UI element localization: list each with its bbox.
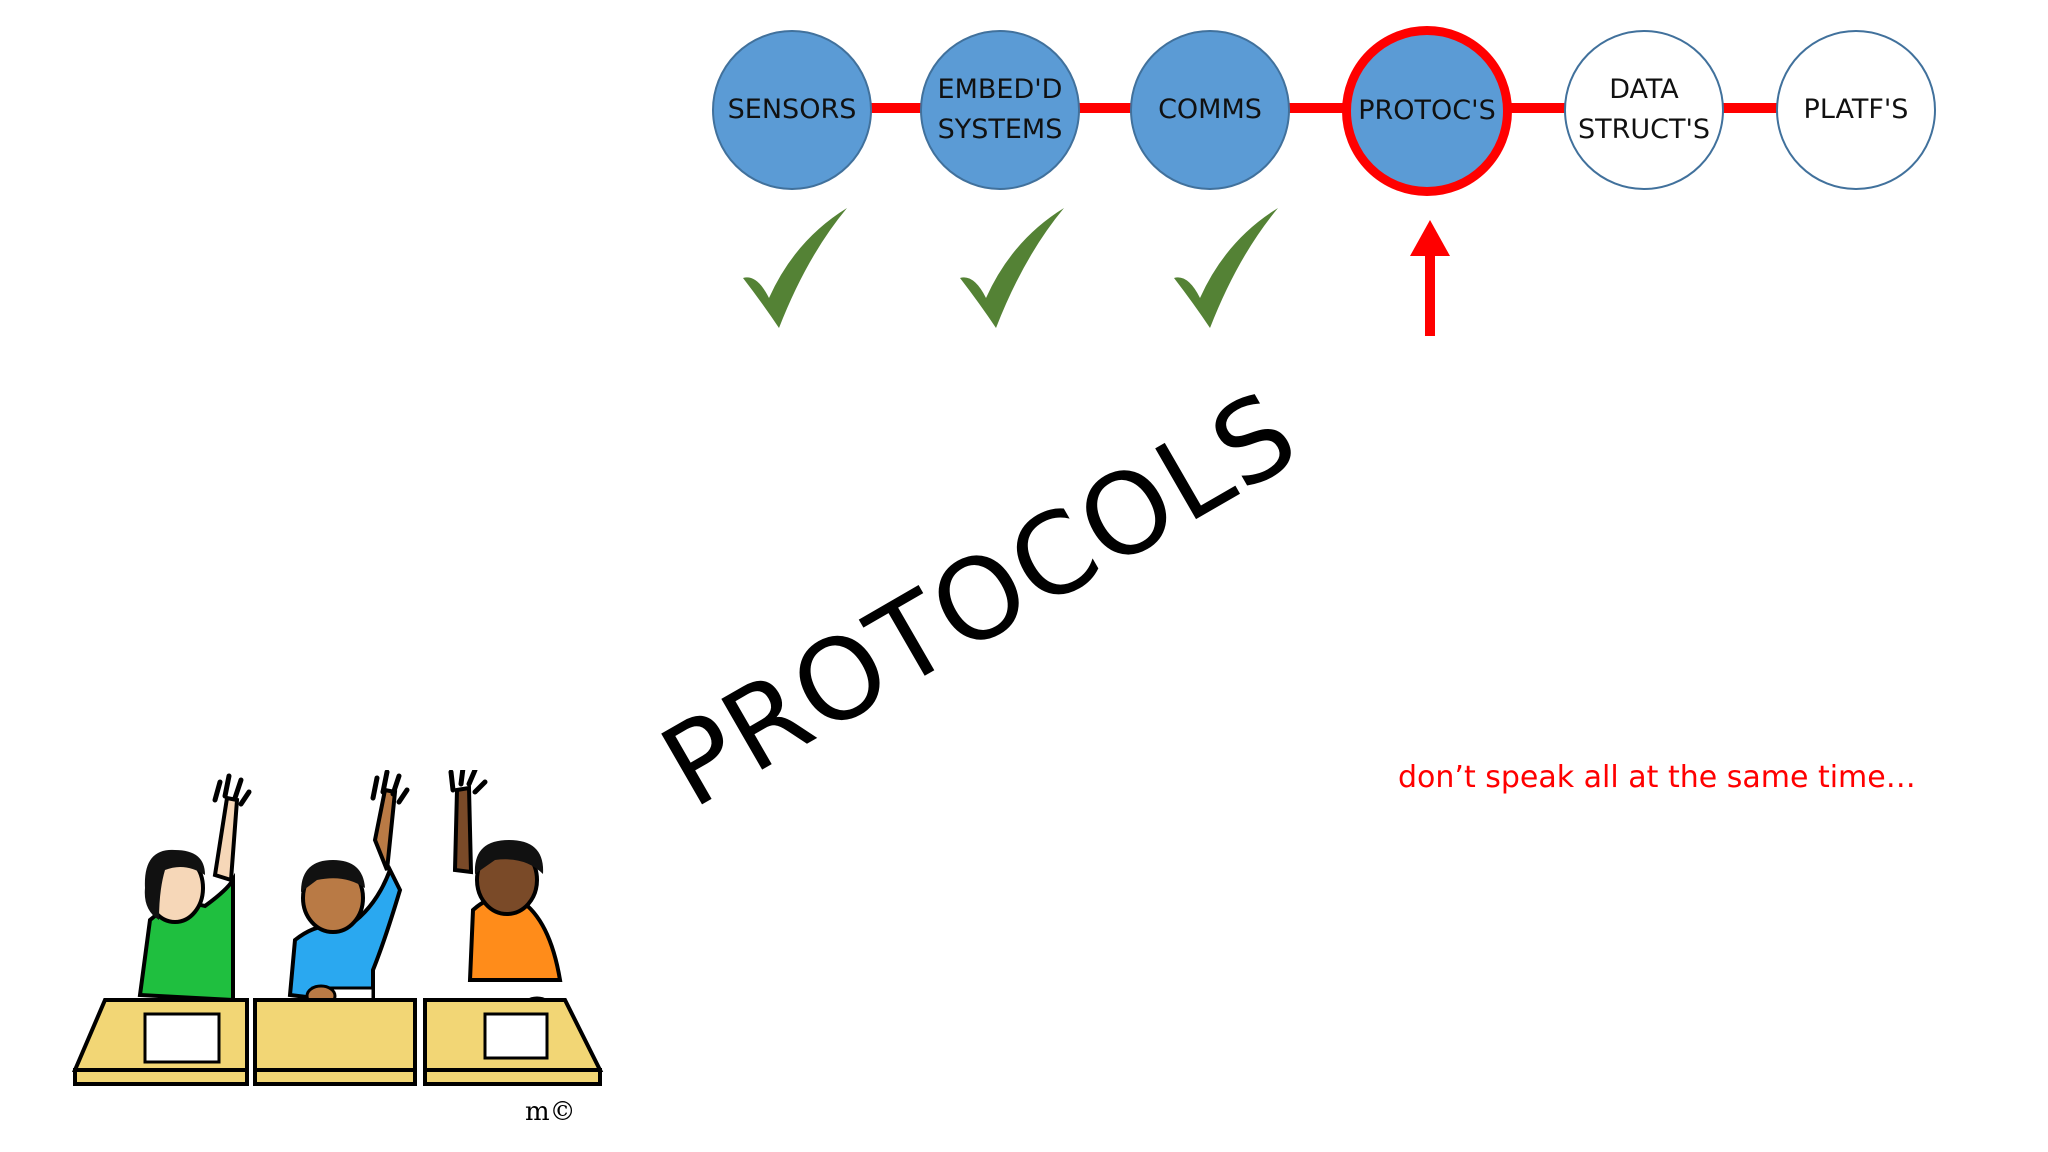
step-label: DATA STRUCT'S (1577, 74, 1711, 145)
step-sensors: SENSORS (712, 30, 872, 190)
students-illustration: m© (71, 770, 604, 1127)
step-protocols: PROTOC'S (1342, 26, 1512, 196)
student-orange (448, 770, 563, 1020)
speaker-note: don’t speak all at the same time… (1398, 760, 1916, 795)
artist-signature: m© (525, 1097, 576, 1127)
step-data-structures: DATA STRUCT'S (1564, 30, 1724, 190)
check-icon (960, 208, 1064, 328)
arrow-up-icon (1410, 220, 1450, 336)
step-comms: COMMS (1130, 30, 1290, 190)
student-blue (287, 770, 410, 1032)
step-label: PROTOC'S (1358, 95, 1496, 126)
step-label: EMBED'D SYSTEMS (937, 74, 1063, 145)
step-platforms: PLATF'S (1776, 30, 1936, 190)
step-label: COMMS (1158, 94, 1262, 125)
step-label: PLATF'S (1803, 94, 1909, 125)
step-embedded-systems: EMBED'D SYSTEMS (920, 30, 1080, 190)
student-green (137, 773, 252, 1003)
check-icon (1174, 208, 1278, 328)
slide-title: PROTOCOLS (640, 366, 1320, 834)
check-icon (743, 208, 847, 328)
desks (71, 998, 604, 1086)
step-label: SENSORS (727, 94, 857, 125)
